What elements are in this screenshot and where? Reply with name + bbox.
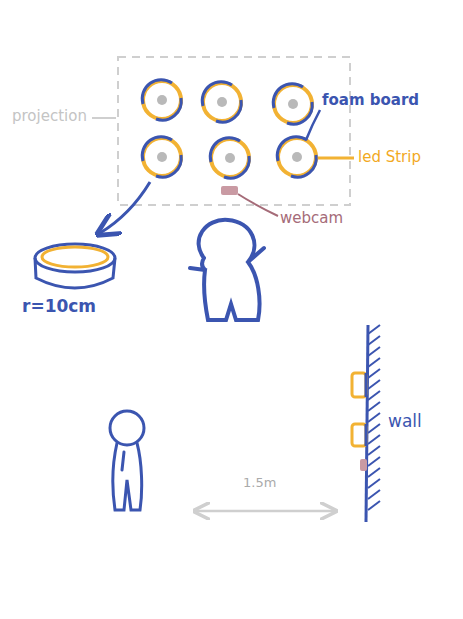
wall-pucks (352, 373, 367, 471)
person-side (110, 411, 144, 510)
foam-board-lights (142, 80, 316, 178)
wall (366, 325, 380, 522)
puck-cylinder (35, 244, 115, 288)
leader-line (238, 194, 278, 216)
area-label: projection (12, 108, 87, 125)
dimension-label: r=10cm (22, 297, 96, 316)
person-front (190, 220, 264, 320)
part-label: webcam (280, 210, 343, 227)
distance-arrow (196, 510, 334, 513)
part-label: led Strip (358, 149, 421, 166)
leader-line (318, 157, 354, 160)
part-label: foam board (322, 92, 419, 109)
webcam-device (221, 186, 238, 195)
leader-line (306, 110, 320, 140)
pointer-arrow (100, 182, 150, 233)
dimension-label: 1.5m (243, 476, 276, 490)
projection-area (118, 57, 350, 205)
part-label: wall (388, 412, 422, 431)
leader-line (92, 117, 116, 119)
